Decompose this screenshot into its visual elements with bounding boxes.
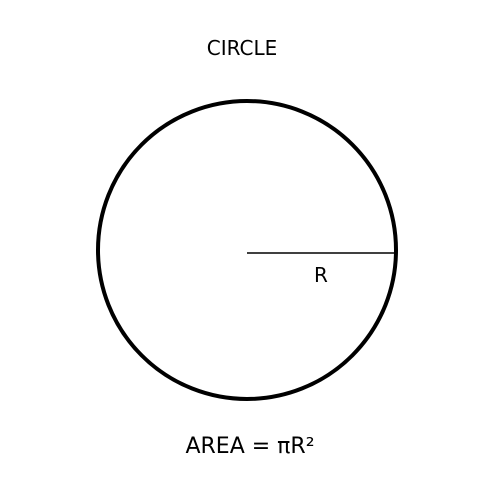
circle-outline (96, 99, 398, 401)
radius-label: R (314, 263, 328, 287)
area-formula: AREA = πR² (185, 434, 315, 459)
diagram-title: CIRCLE (206, 36, 278, 60)
